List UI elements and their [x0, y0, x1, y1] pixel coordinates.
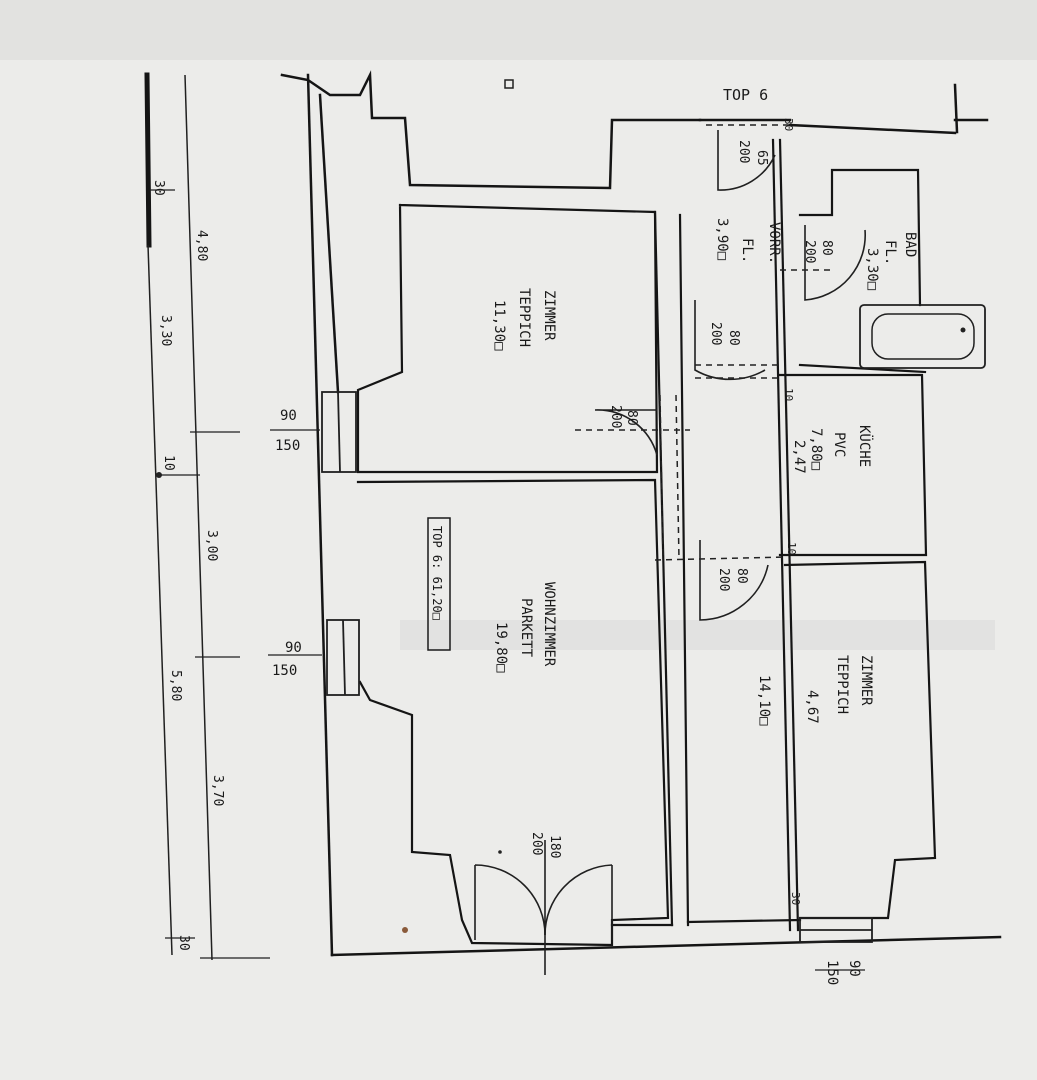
room-walls — [356, 138, 937, 947]
door-vorraum — [694, 300, 766, 381]
door-zimmer1 — [594, 409, 658, 456]
kueche-name: KÜCHE — [856, 425, 874, 467]
dim-node — [156, 472, 162, 478]
door-zimmer2 — [699, 540, 769, 621]
room-labels: ZIMMER TEPPICH 11,30□ WOHNZIMMER PARKETT… — [491, 218, 918, 726]
vorraum-name: VORR. — [766, 222, 782, 264]
svg-text:10: 10 — [782, 388, 795, 401]
dim-label-3-30: 3,30 — [158, 315, 173, 346]
doors — [474, 130, 866, 975]
windows — [321, 391, 873, 943]
paper-top-band — [0, 0, 1037, 60]
window-zimmer1 — [321, 391, 357, 473]
window-label-lines — [268, 429, 865, 971]
dim-heavy-bar — [144, 72, 152, 248]
door-labels: 65 200 80 200 80 200 80 200 80 200 180 2… — [529, 140, 834, 858]
window3-width: 90 — [846, 960, 862, 977]
kueche-note: 2,47 — [791, 440, 807, 474]
svg-text:10: 10 — [785, 542, 798, 555]
dim-label-4-80: 4,80 — [194, 230, 209, 261]
bathtub — [859, 304, 986, 369]
vorraum-floor: FL. — [739, 238, 755, 263]
small-square-mark — [504, 79, 514, 89]
zimmer1-floor: TEPPICH — [516, 288, 532, 347]
door-vorraum-width: 80 — [726, 330, 741, 346]
bad-area: 3,30□ — [864, 248, 880, 291]
paper-crease — [400, 620, 995, 650]
svg-text:30: 30 — [789, 892, 802, 905]
kueche-floor: PVC — [831, 432, 847, 457]
door-top-height: 200 — [736, 140, 751, 163]
door-bad-height: 200 — [802, 240, 817, 263]
zimmer1-area: 11,30□ — [491, 300, 507, 351]
top-label: TOP 6 — [723, 86, 768, 104]
door-wohnzimmer-height: 200 — [529, 832, 544, 855]
zimmer2-name: ZIMMER — [858, 655, 874, 706]
door-zimmer2-width: 80 — [734, 568, 749, 584]
door-bad-width: 80 — [819, 240, 834, 256]
door-zimmer2-height: 200 — [716, 568, 731, 591]
dim-label-3-00: 3,00 — [204, 530, 219, 561]
wohnzimmer-name: WOHNZIMMER — [541, 582, 557, 667]
dim-line-inner — [184, 74, 213, 961]
dim-label-10: 10 — [161, 455, 176, 471]
door-wohnzimmer-width: 180 — [547, 835, 562, 858]
top-box-text: TOP 6: 61,20□ — [430, 526, 444, 620]
dim-label-5-80: 5,80 — [168, 670, 183, 701]
kueche-area: 7,80□ — [808, 428, 824, 471]
window-labels: 90 150 90 150 90 150 — [272, 408, 862, 985]
top-box: TOP 6: 61,20□ — [427, 517, 451, 651]
wohnzimmer-area: 19,80□ — [493, 622, 509, 673]
svg-text:30: 30 — [782, 118, 795, 131]
door-zimmer1-width: 80 — [624, 410, 639, 426]
bad-name: BAD — [902, 232, 918, 257]
dim-label-30: 30 — [151, 180, 166, 196]
window2-height: 150 — [272, 663, 297, 679]
ink-speck — [402, 927, 408, 933]
dimension-labels: 30 4,80 3,30 10 3,00 5,80 3,70 30 — [151, 180, 225, 951]
zimmer1-name: ZIMMER — [541, 290, 557, 341]
door-bad — [804, 225, 866, 301]
door-top-width: 65 — [754, 150, 769, 166]
dimension-chain — [144, 72, 270, 961]
door-wohnzimmer-left — [474, 864, 546, 940]
door-wohnzimmer-right — [544, 864, 613, 940]
wohnzimmer-floor: PARKETT — [518, 598, 534, 658]
outer-walls — [280, 70, 1002, 957]
window1-height: 150 — [275, 438, 300, 454]
ink-speck — [498, 850, 502, 854]
door-vorraum-height: 200 — [708, 322, 723, 345]
small-dimension-labels: 30 10 10 30 — [782, 118, 802, 905]
dim-label-30b: 30 — [176, 935, 191, 951]
zimmer2-area: 14,10□ — [756, 675, 772, 726]
window3-height: 150 — [824, 960, 840, 985]
zimmer2-floor: TEPPICH — [834, 655, 850, 714]
bad-floor: FL. — [882, 240, 898, 265]
window1-width: 90 — [280, 408, 297, 424]
dashed-openings — [575, 124, 830, 561]
vorraum-area: 3,90□ — [714, 218, 730, 261]
zimmer2-note: 4,67 — [804, 690, 820, 724]
door-zimmer1-height: 200 — [608, 405, 623, 428]
window2-width: 90 — [285, 640, 302, 656]
dim-line-outer — [147, 244, 173, 956]
door-top — [717, 130, 776, 191]
dim-label-3-70: 3,70 — [210, 775, 225, 806]
